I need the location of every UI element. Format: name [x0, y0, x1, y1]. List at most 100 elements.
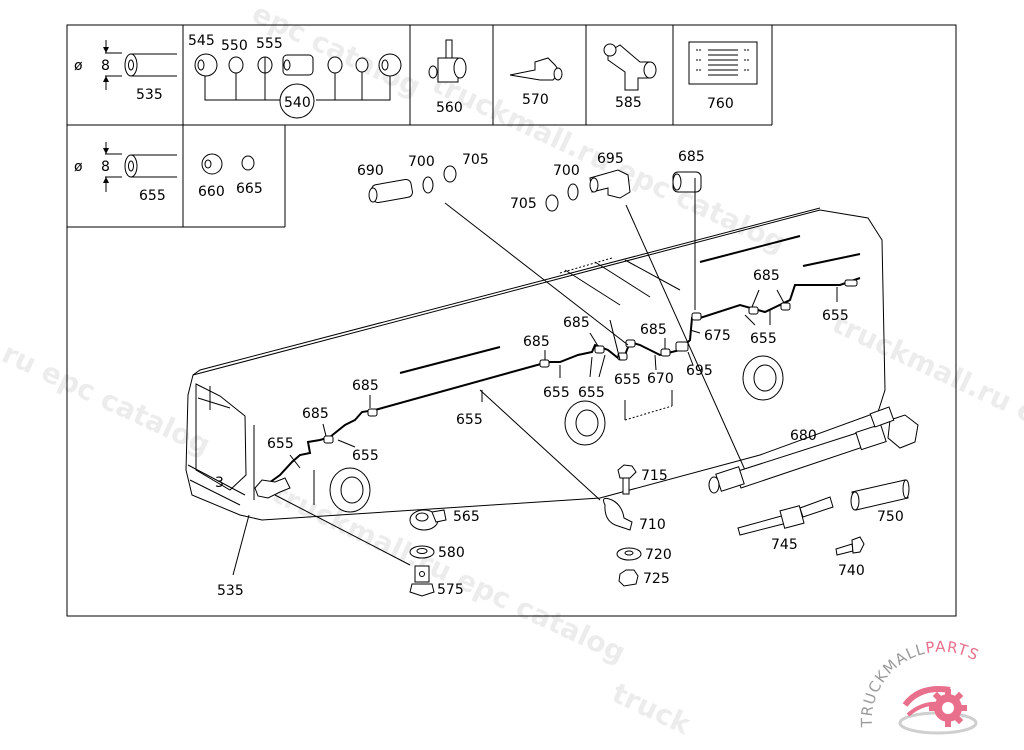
diagram-frame	[66, 24, 957, 617]
nut-545-icon	[194, 53, 218, 77]
air-line	[254, 277, 861, 499]
part-label-680: 680	[790, 428, 817, 444]
ring-665-icon	[241, 155, 255, 171]
part-label-570: 570	[522, 92, 549, 108]
watermark-text: truckmall.ru e	[827, 306, 1024, 430]
part-label-720: 720	[645, 547, 672, 563]
part-label-700: 700	[553, 163, 580, 179]
part-label-685: 685	[753, 268, 780, 284]
wheel-middle	[564, 400, 606, 446]
diameter-symbol: ø	[74, 159, 83, 175]
part-label-670: 670	[647, 371, 674, 387]
diameter-value: 8	[101, 58, 110, 74]
part-label-715: 715	[641, 468, 668, 484]
diameter-symbol: ø	[74, 58, 83, 74]
tube-655-symbol: ø 8 655	[74, 142, 177, 204]
part-label-745: 745	[771, 537, 798, 553]
valve-560-icon: 560	[428, 39, 467, 116]
hose-680-icon	[708, 406, 919, 494]
part-label-655: 655	[578, 385, 605, 401]
part-label-675: 675	[704, 328, 731, 344]
part-label-565: 565	[453, 509, 480, 525]
elbow-695-icon	[589, 169, 631, 199]
bottom-center-parts: 715 710 720 725	[603, 464, 672, 587]
nut-705-icon	[443, 165, 457, 183]
part-label-690: 690	[357, 163, 384, 179]
line-callouts: 685 685 685 685 685 685 655 655 655 655 …	[267, 268, 849, 464]
part-label-695: 695	[597, 151, 624, 167]
part-label-685: 685	[352, 378, 379, 394]
part-label-740: 740	[838, 563, 865, 579]
legend-table: ø 8 535 545 550 555	[67, 25, 773, 228]
svg-text:3: 3	[215, 475, 224, 491]
nut-725-icon	[618, 569, 639, 587]
fitting-group-540: 545 550 555 540	[188, 33, 402, 119]
watermark-text: ru epc catalog	[0, 336, 215, 461]
part-label-655: 655	[822, 308, 849, 324]
part-label-725: 725	[643, 571, 670, 587]
bolt-575-icon	[409, 565, 435, 597]
part-label-555: 555	[256, 36, 283, 52]
connector-690-icon	[371, 178, 413, 204]
gear-icon	[898, 686, 978, 735]
part-label-655: 655	[139, 188, 166, 204]
union-icon	[282, 54, 314, 76]
tube-535-symbol: ø 8 535	[74, 40, 177, 103]
tee-585-icon: 585	[603, 43, 657, 111]
bus-body: 3	[185, 207, 886, 521]
part-label-585: 585	[615, 95, 642, 111]
clip-710-icon	[603, 497, 633, 531]
nut-705-icon	[545, 194, 559, 212]
bolt-715-icon	[617, 464, 637, 495]
part-label-655: 655	[750, 331, 777, 347]
part-label-545: 545	[188, 33, 215, 49]
part-label-685: 685	[678, 149, 705, 165]
ring-550-icon	[228, 56, 244, 74]
label-plate-760-icon: 760	[688, 41, 758, 112]
part-label-760: 760	[707, 96, 734, 112]
watermark-text: truckmall.ru epc catalog	[267, 476, 631, 669]
truckmall-parts-logo: TRUCKMALLPARTS	[858, 638, 982, 735]
wheel-rear	[742, 355, 784, 401]
part-label-535: 535	[217, 583, 244, 599]
part-label-685: 685	[640, 322, 667, 338]
part-label-685: 685	[302, 406, 329, 422]
leader-lines	[232, 178, 838, 576]
part-label-655: 655	[543, 385, 570, 401]
part-label-695: 695	[686, 363, 713, 379]
part-label-685: 685	[523, 334, 550, 350]
washer-720-icon	[616, 547, 642, 561]
part-label-655: 655	[352, 448, 379, 464]
part-label-560: 560	[436, 100, 463, 116]
washer-700-icon	[567, 183, 579, 201]
part-label-655: 655	[614, 372, 641, 388]
part-label-550: 550	[221, 38, 248, 54]
washer-700-icon	[422, 176, 434, 194]
bottom-right-parts: 680 750 745 740	[708, 406, 919, 579]
part-label-535: 535	[136, 87, 163, 103]
part-label-705: 705	[462, 152, 489, 168]
part-label-540: 540	[284, 95, 311, 111]
screw-740-icon	[835, 536, 865, 556]
logo-text-accent: PARTS	[924, 638, 982, 665]
part-label-685: 685	[563, 315, 590, 331]
watermark-text: truck	[607, 676, 697, 741]
part-label-655: 655	[267, 436, 294, 452]
part-label-580: 580	[438, 545, 465, 561]
nut-660-icon	[201, 153, 223, 175]
bottom-left-parts: 535 565 580 575	[217, 509, 480, 599]
part-label-750: 750	[877, 509, 904, 525]
part-label-660: 660	[198, 184, 225, 200]
washer-580-icon	[409, 545, 435, 559]
stud-745-icon	[737, 496, 834, 536]
part-label-700: 700	[408, 154, 435, 170]
part-label-575: 575	[437, 582, 464, 598]
banjo-565-icon	[409, 509, 447, 531]
elbow-570-icon: 570	[509, 57, 563, 108]
part-label-655: 655	[456, 412, 483, 428]
part-label-705: 705	[510, 196, 537, 212]
top-fittings: 690 700 705 700 705 695 685	[357, 149, 705, 212]
nuts-660-665: 660 665	[198, 153, 263, 200]
part-label-665: 665	[236, 181, 263, 197]
